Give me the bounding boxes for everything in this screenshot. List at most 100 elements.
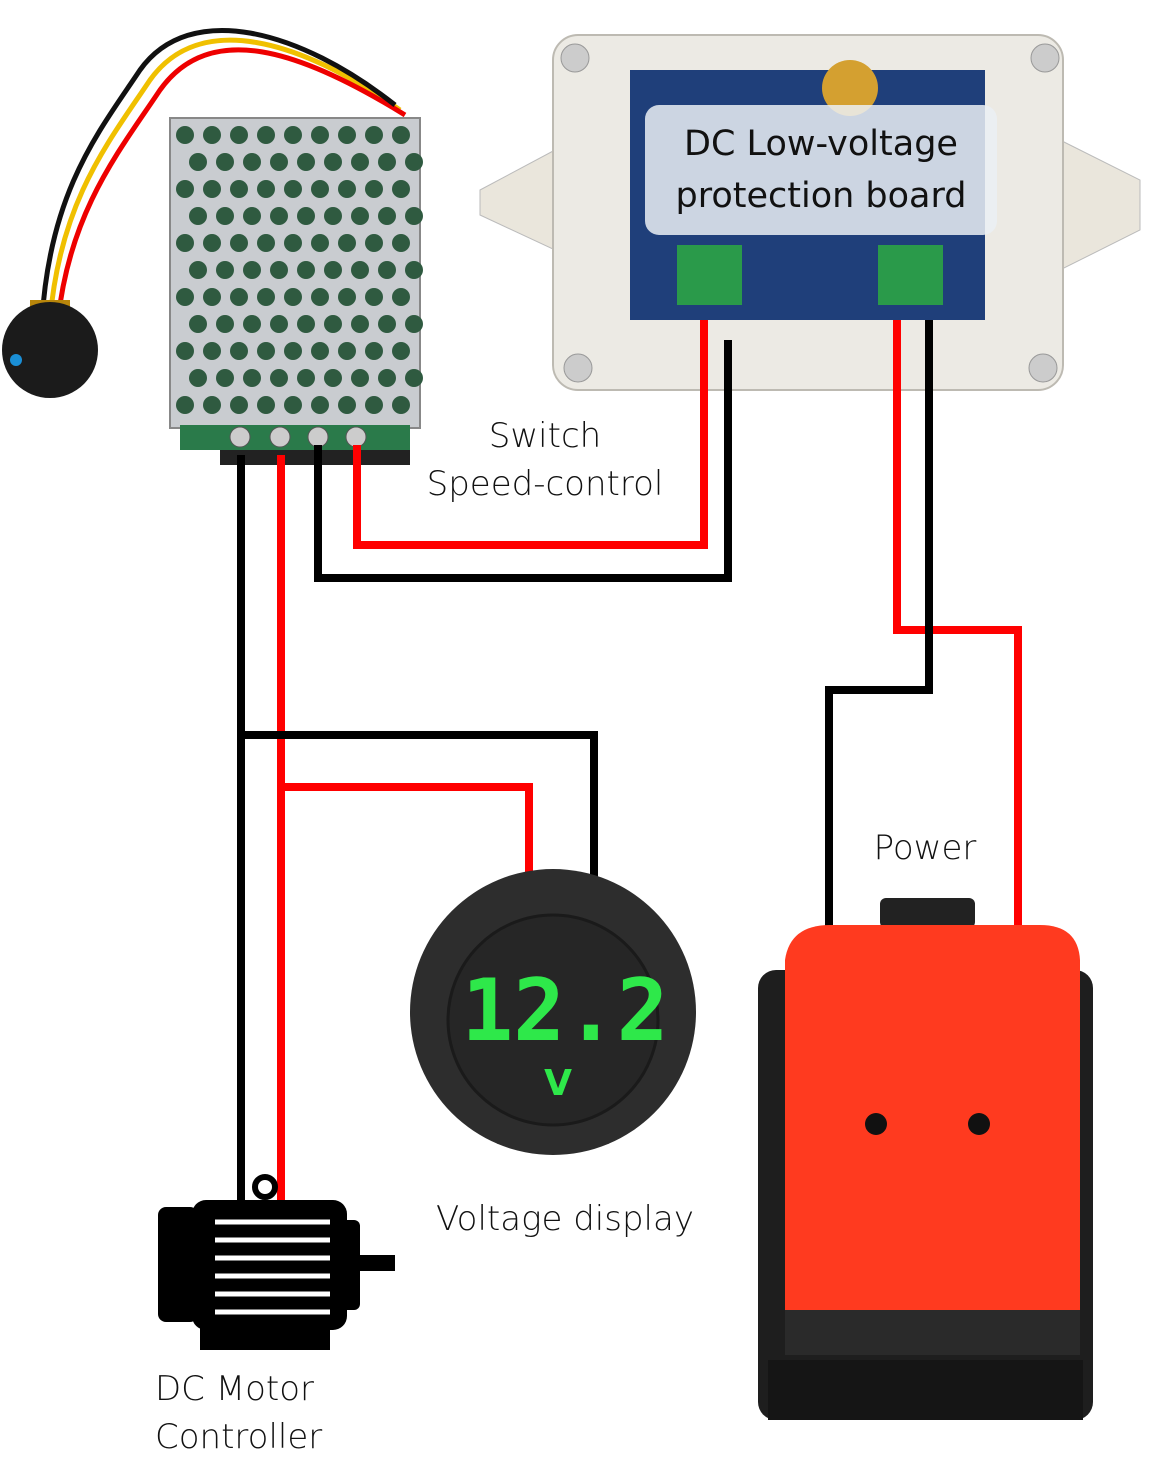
- vent-hole: [216, 315, 234, 333]
- vent-hole: [324, 369, 342, 387]
- vent-hole: [270, 261, 288, 279]
- dc-motor-icon: [158, 1174, 395, 1350]
- vent-hole: [365, 288, 383, 306]
- vent-hole: [270, 207, 288, 225]
- vent-hole: [351, 207, 369, 225]
- vent-hole: [216, 261, 234, 279]
- wire-battery-positive: [893, 320, 1022, 935]
- vent-hole: [405, 369, 423, 387]
- vent-hole: [243, 261, 261, 279]
- vent-hole: [257, 180, 275, 198]
- vent-hole: [230, 288, 248, 306]
- vent-hole: [189, 207, 207, 225]
- vent-hole: [203, 180, 221, 198]
- protection-board-label-line1: DC Low-voltage: [684, 124, 958, 164]
- vent-hole: [378, 207, 396, 225]
- vent-hole: [176, 126, 194, 144]
- vent-hole: [351, 369, 369, 387]
- vent-hole: [189, 261, 207, 279]
- motor-controller-label-line1: DC Motor: [155, 1369, 314, 1409]
- vent-hole: [392, 180, 410, 198]
- vent-hole: [405, 207, 423, 225]
- vent-hole: [257, 288, 275, 306]
- vent-hole: [284, 126, 302, 144]
- vent-hole: [405, 315, 423, 333]
- vent-hole: [189, 315, 207, 333]
- vent-hole: [392, 396, 410, 414]
- vent-hole: [257, 126, 275, 144]
- vent-hole: [284, 234, 302, 252]
- voltage-unit: V: [544, 1063, 572, 1104]
- vent-hole: [176, 180, 194, 198]
- vent-hole: [297, 153, 315, 171]
- voltage-display-device: 12.2 V: [410, 869, 696, 1155]
- vent-hole: [405, 153, 423, 171]
- vent-hole: [203, 234, 221, 252]
- wire-controller-protection-positive: [353, 320, 708, 549]
- vent-hole: [338, 126, 356, 144]
- vent-hole: [351, 153, 369, 171]
- vent-hole: [176, 234, 194, 252]
- vent-hole: [351, 315, 369, 333]
- wire-controller-protection-negative: [314, 340, 732, 582]
- vent-hole: [311, 234, 329, 252]
- vent-hole: [392, 234, 410, 252]
- vent-hole: [176, 342, 194, 360]
- vent-hole: [311, 126, 329, 144]
- protection-board-label: DC Low-voltage protection board: [645, 105, 997, 235]
- vent-hole: [365, 180, 383, 198]
- protection-board-label-line2: protection board: [675, 176, 967, 216]
- vent-hole: [284, 180, 302, 198]
- vent-hole: [338, 180, 356, 198]
- vent-hole: [270, 369, 288, 387]
- vent-hole: [203, 396, 221, 414]
- vent-hole: [365, 234, 383, 252]
- vent-hole: [311, 180, 329, 198]
- speed-controller-module: [169, 117, 423, 465]
- vent-hole: [297, 369, 315, 387]
- vent-hole: [311, 396, 329, 414]
- vent-hole: [203, 342, 221, 360]
- vent-hole: [324, 207, 342, 225]
- vent-hole: [311, 342, 329, 360]
- vent-hole: [270, 153, 288, 171]
- vent-hole: [365, 126, 383, 144]
- vent-hole: [324, 315, 342, 333]
- vent-hole: [297, 261, 315, 279]
- vent-hole: [216, 153, 234, 171]
- vent-hole: [216, 207, 234, 225]
- vent-hole: [284, 396, 302, 414]
- vent-hole: [216, 369, 234, 387]
- vent-hole: [230, 126, 248, 144]
- vent-hole: [338, 396, 356, 414]
- vent-hole: [378, 315, 396, 333]
- vent-hole: [284, 288, 302, 306]
- vent-hole: [243, 207, 261, 225]
- vent-hole: [257, 234, 275, 252]
- vent-hole: [189, 369, 207, 387]
- vent-hole: [297, 207, 315, 225]
- voltage-reading: 12.2: [461, 961, 668, 1061]
- vent-hole: [203, 126, 221, 144]
- vent-hole: [243, 153, 261, 171]
- vent-hole: [176, 288, 194, 306]
- vent-hole: [351, 261, 369, 279]
- vent-hole: [243, 315, 261, 333]
- vent-hole: [311, 288, 329, 306]
- power-label: Power: [873, 828, 977, 868]
- vent-hole: [324, 261, 342, 279]
- vent-hole: [365, 396, 383, 414]
- motor-controller-label: DC Motor Controller: [155, 1366, 365, 1459]
- vent-hole: [189, 153, 207, 171]
- vent-hole: [405, 261, 423, 279]
- motor-controller-label-line2: Controller: [155, 1416, 323, 1457]
- vent-hole: [230, 180, 248, 198]
- vent-hole: [284, 342, 302, 360]
- potentiometer: [2, 27, 407, 398]
- wire-display-positive: [281, 783, 533, 880]
- vent-hole: [338, 234, 356, 252]
- switch-speed-label: Switch Speed-control: [425, 413, 665, 508]
- vent-hole: [243, 369, 261, 387]
- vent-hole: [270, 315, 288, 333]
